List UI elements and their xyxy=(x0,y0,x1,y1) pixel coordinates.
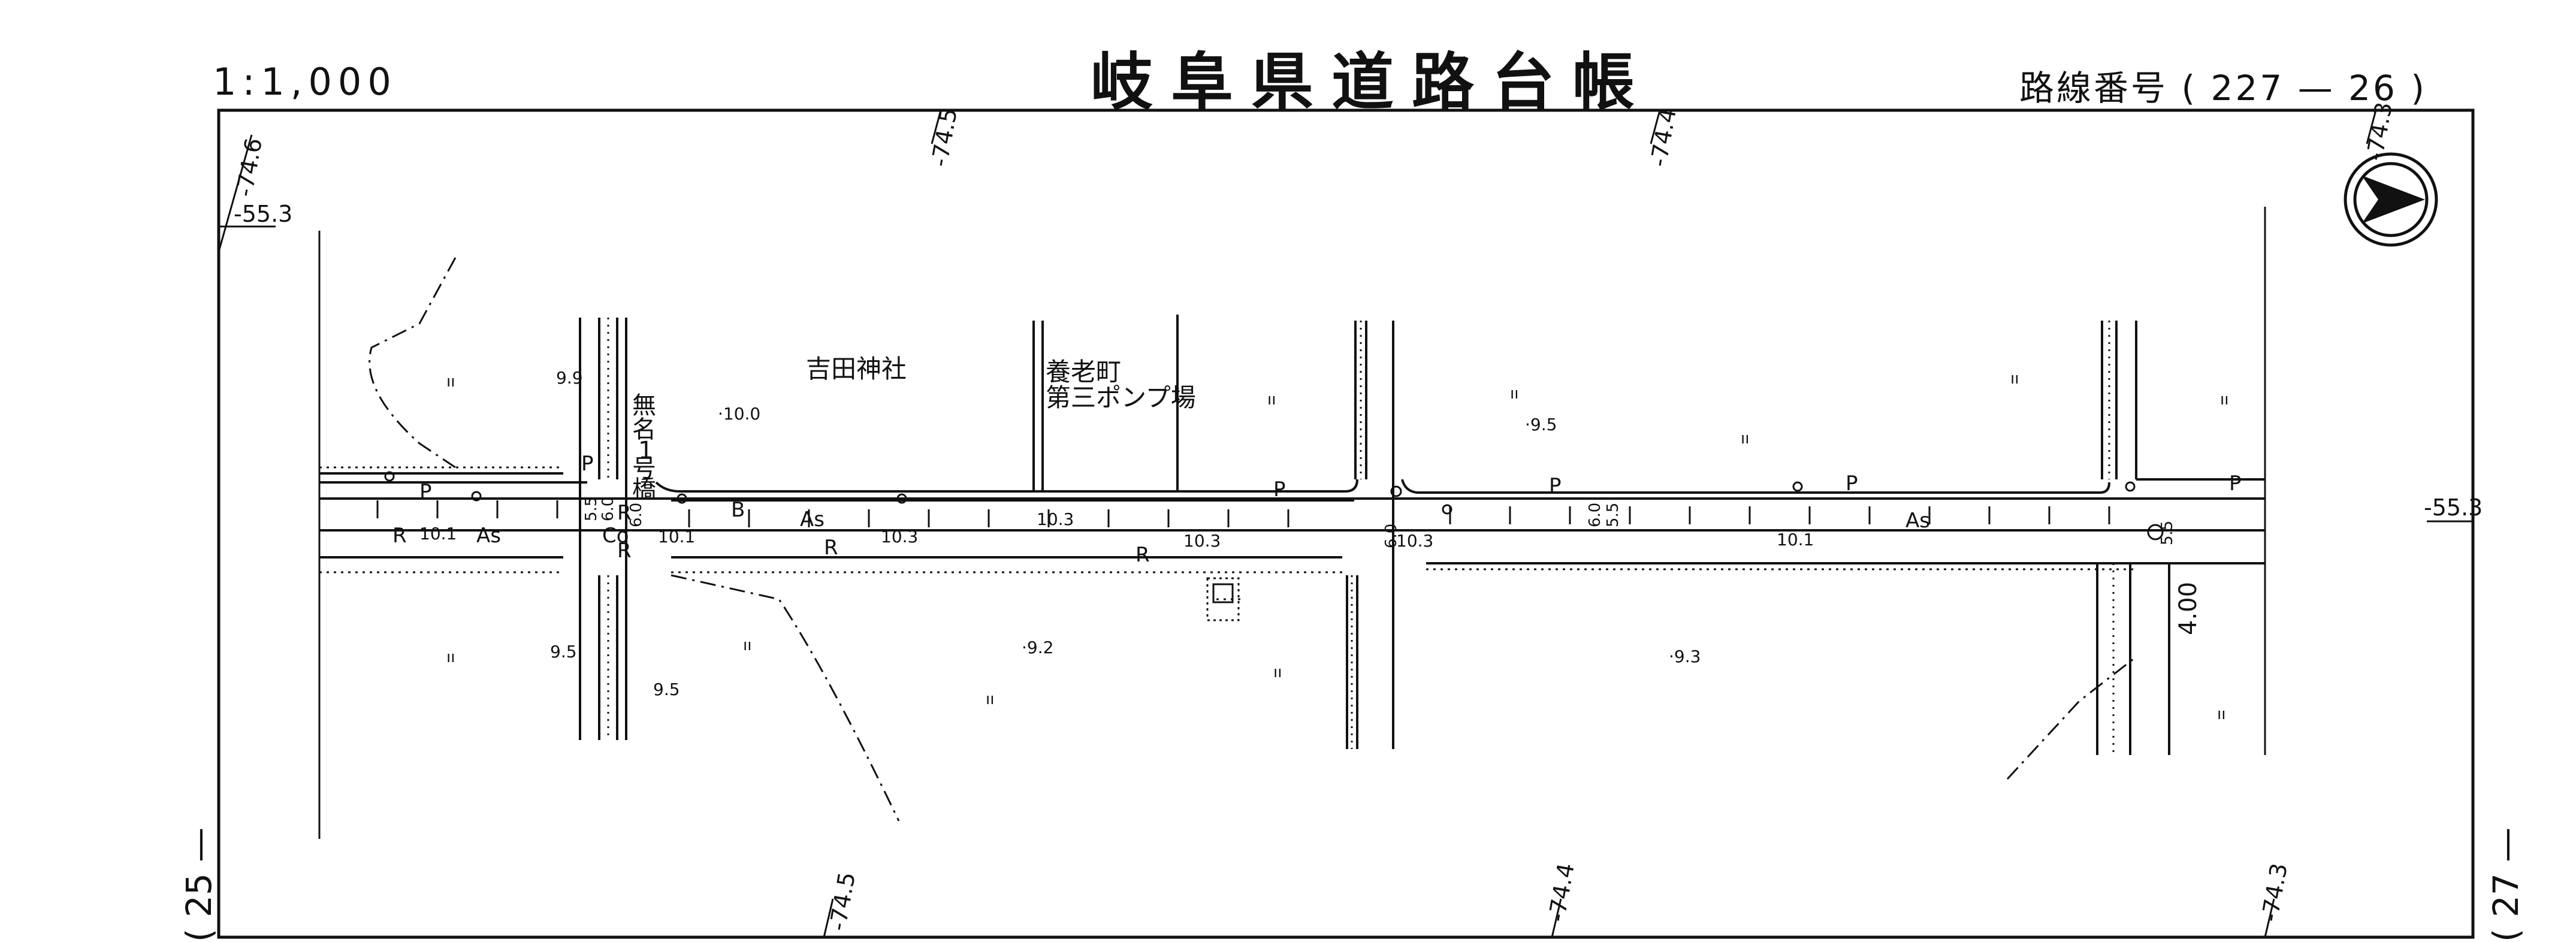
parcel-mark: ıı xyxy=(2010,370,2019,388)
mark-r: R xyxy=(824,536,838,560)
width-mark: 5.5 xyxy=(1604,503,1622,527)
parcel-mark: ıı xyxy=(986,690,994,708)
mark-p: P xyxy=(2229,472,2242,496)
parcel-marks: ıı ıı ıı ıı ıı ıı ıı ıı ıı ıı ıı xyxy=(446,370,2228,723)
mark-b: B xyxy=(731,498,745,522)
mark-p: P xyxy=(1846,472,1858,496)
map-scale: 1:1,000 xyxy=(213,60,397,104)
elevation: 10.3 xyxy=(1183,531,1221,551)
setback-width: 4.00 xyxy=(2175,582,2202,635)
parcel-mark: ıı xyxy=(1741,430,1749,448)
grid-label-bottom-2: -74.4 xyxy=(1544,861,1580,923)
mark-p: P xyxy=(1273,478,1286,502)
elevation: 10.3 xyxy=(881,527,918,547)
route-number: 227 xyxy=(2210,68,2285,108)
bridge-char-4: 号 xyxy=(632,455,656,482)
parcel-mark: ıı xyxy=(1273,663,1282,681)
width-mark: 6.0 xyxy=(1586,503,1604,527)
elevation: 10.1 xyxy=(1777,530,1814,550)
mark-r: R xyxy=(617,501,632,525)
elevation: 10.1 xyxy=(658,527,695,547)
bridge-char-5: 橋 xyxy=(632,476,656,503)
building-outline xyxy=(1206,577,1240,621)
mark-p: P xyxy=(581,452,594,476)
map-frame xyxy=(217,108,2475,939)
mark-r: R xyxy=(617,539,632,563)
pump-station-line1: 養老町 xyxy=(1046,357,1121,387)
grid-ticks xyxy=(218,110,2473,938)
mark-r: R xyxy=(392,524,407,548)
grid-label-bottom-1: -74.5 xyxy=(825,870,860,932)
parcel-mark: ıı xyxy=(1510,385,1518,403)
north-arrow-icon xyxy=(2344,152,2438,247)
elevation: ·9.5 xyxy=(1525,415,1557,434)
route-open-paren: ( xyxy=(2181,68,2198,108)
grid-label-left: -55.3 xyxy=(234,201,292,227)
road-edge-dots xyxy=(319,466,2133,600)
parcel-mark: ıı xyxy=(2217,705,2225,723)
mark-r: R xyxy=(1136,543,1150,567)
route-close-paren: ) xyxy=(2411,68,2427,108)
grid-label-top-1: -74.6 xyxy=(231,136,267,198)
parcel-mark: ıı xyxy=(1267,391,1276,409)
surface-asphalt: As xyxy=(1905,509,1930,533)
page-title: 岐阜県道路台帳 xyxy=(1091,46,1653,119)
width-mark: 5.5 xyxy=(2158,521,2176,545)
grid-label-top-3: -74.4 xyxy=(1645,106,1681,168)
elevation: 9.5 xyxy=(550,642,577,662)
parcel-mark: ıı xyxy=(446,373,455,391)
bridge-name: 無 名 1 号 橋 xyxy=(632,392,656,503)
grid-label-bottom-3: -74.3 xyxy=(2257,861,2293,923)
grid-label-top-2: -74.5 xyxy=(926,106,962,168)
bridge-char-3: 1 xyxy=(638,437,653,464)
place-names: 吉田神社 養老町 第三ポンプ場 xyxy=(806,354,1196,412)
surface-concrete: Co xyxy=(602,524,629,548)
shrine-label: 吉田神社 xyxy=(806,354,907,384)
bridge-char-1: 無 xyxy=(632,392,656,419)
main-road xyxy=(319,472,2265,564)
elevation: ·9.3 xyxy=(1669,647,1701,666)
width-mark: 6.0 xyxy=(599,497,617,521)
elevation: ·9.2 xyxy=(1022,638,1053,657)
parcel-mark: ıı xyxy=(743,636,751,654)
bridge-char-2: 名 xyxy=(632,416,656,443)
waterway-channels xyxy=(579,315,2170,755)
boundary-lines xyxy=(369,257,2134,822)
elevation: 10.3 xyxy=(1396,531,1433,551)
elevation: 9.5 xyxy=(653,680,680,699)
parcel-mark: ıı xyxy=(446,648,455,666)
curb-ticks xyxy=(376,500,2110,527)
road-marks: As As As Co P P P P P P R R R R R B xyxy=(392,452,2242,567)
width-mark: 6.0 xyxy=(627,503,645,527)
elevation: 10.3 xyxy=(1037,509,1074,529)
route-label: 路線番号 xyxy=(2019,68,2169,108)
width-mark: 6.0 xyxy=(1382,524,1400,548)
grid-labels: -74.6 -74.5 -74.4 -74.3 -74.5 -74.4 -74.… xyxy=(231,100,2483,932)
elevation: ·10.0 xyxy=(718,404,760,424)
surface-asphalt: As xyxy=(476,524,501,548)
road-widths: 5.5 6.0 6.0 6.0 5.5 5.5 6.0 xyxy=(582,497,2176,548)
grid-label-right: -55.3 xyxy=(2424,494,2483,521)
parcel-mark: ıı xyxy=(2220,391,2228,409)
surface-asphalt: As xyxy=(800,508,825,532)
channel-hatching xyxy=(607,318,2115,755)
mark-p: P xyxy=(1549,474,1562,498)
mark-p: P xyxy=(419,480,432,504)
route-number-label: 路線番号 ( 227 — 26 ) xyxy=(2019,60,2427,110)
sheet-extent-lines xyxy=(318,207,2266,839)
route-dash: — xyxy=(2297,68,2335,108)
pump-station-line2: 第三ポンプ場 xyxy=(1046,383,1196,412)
sheet-number: 26 xyxy=(2348,68,2397,108)
elevation: 10.1 xyxy=(419,524,457,544)
elevation: 9.9 xyxy=(556,368,583,388)
elevation-points: 9.9 ·10.0 9.5 9.5 ·9.2 ·9.5 ·9.3 10.1 10… xyxy=(419,368,1814,699)
utility-poles xyxy=(384,471,2164,541)
width-mark: 5.5 xyxy=(582,497,600,521)
width-mark: 4.00 xyxy=(2175,582,2202,635)
